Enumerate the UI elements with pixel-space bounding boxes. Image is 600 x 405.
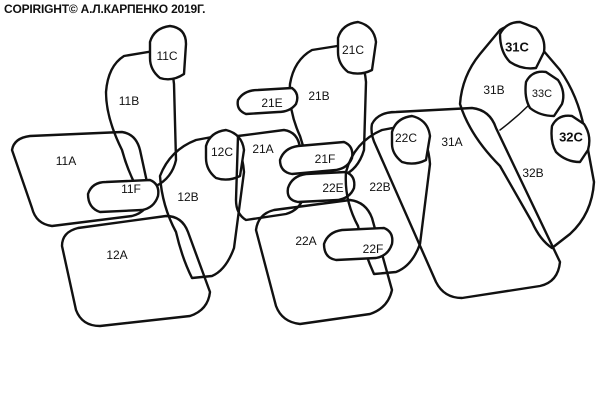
label-11b: 11B — [119, 94, 139, 108]
label-21e: 21E — [261, 96, 282, 110]
label-11a: 11A — [56, 154, 76, 168]
label-12b: 12B — [177, 190, 198, 204]
label-11f: 11F — [121, 182, 141, 196]
seat-group-1 — [10, 24, 246, 328]
copyright-notice: COPIRIGHT© А.Л.КАРПЕНКО 2019Г. — [4, 2, 206, 16]
backrest-divider — [499, 103, 531, 131]
seat-31b-32b-backrest — [458, 24, 596, 250]
seat-group-2 — [234, 20, 432, 326]
headrest-21c — [336, 20, 378, 75]
armrest-22e — [286, 170, 356, 204]
label-21a: 21A — [252, 142, 273, 156]
label-31c: 31C — [505, 39, 529, 54]
seat-12b-backrest — [158, 132, 246, 280]
label-32c: 32C — [559, 129, 583, 144]
label-11c: 11C — [156, 49, 177, 63]
seat-labels: 11C 11B 11A 11F 12C 12B 12A 21C 21B 21E … — [56, 39, 584, 262]
label-21f: 21F — [315, 152, 336, 166]
label-21c: 21C — [342, 43, 364, 57]
label-12a: 12A — [106, 248, 127, 262]
seat-11a-cushion — [10, 130, 152, 228]
label-22a: 22A — [295, 234, 316, 248]
headrest-22c — [390, 114, 432, 165]
armrest-22f — [322, 226, 394, 262]
label-33c: 33C — [532, 88, 552, 100]
label-21b: 21B — [308, 89, 329, 103]
label-22c: 22C — [395, 131, 417, 145]
seat-22b-backrest — [344, 122, 432, 276]
seat-group-3 — [370, 20, 596, 300]
seat-31a-cushion — [370, 106, 562, 300]
label-22f: 22F — [363, 242, 384, 256]
armrest-11f — [86, 178, 160, 214]
headrest-31c — [498, 20, 546, 70]
label-12c: 12C — [211, 145, 233, 159]
headrest-32c — [550, 114, 591, 164]
headrest-33c — [524, 70, 565, 118]
label-32b: 32B — [522, 166, 543, 180]
label-22e: 22E — [322, 181, 343, 195]
seat-12a-cushion — [60, 214, 212, 328]
label-22b: 22B — [369, 180, 390, 194]
label-31b: 31B — [483, 83, 504, 97]
headrest-12c — [204, 128, 246, 181]
label-31a: 31A — [441, 135, 462, 149]
headrest-11c — [148, 24, 188, 81]
seat-11b-backrest — [104, 48, 178, 192]
armrest-21e — [236, 86, 299, 116]
seat-21b-backrest — [288, 42, 368, 182]
seat-22a-cushion — [254, 198, 394, 326]
